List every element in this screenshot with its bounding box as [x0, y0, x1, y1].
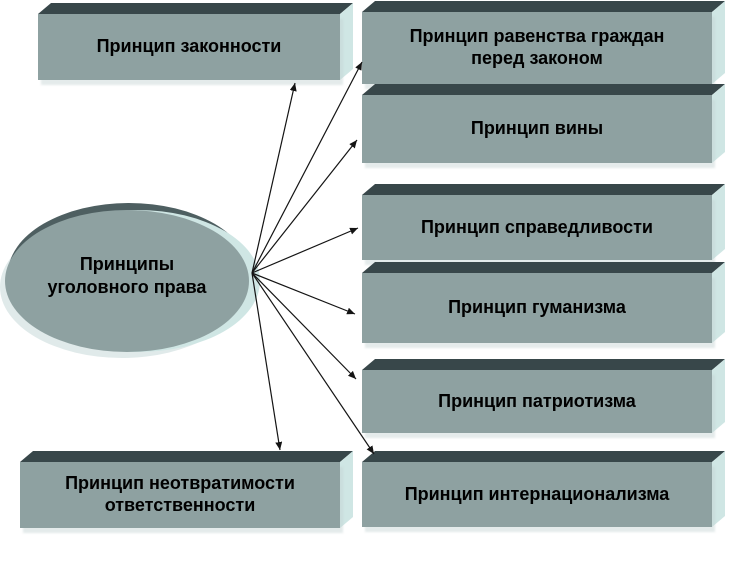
node-top-face	[20, 451, 354, 462]
node-front-face: Принцип гуманизма	[362, 273, 712, 343]
ellipse-front-face	[5, 210, 249, 352]
node-front-face: Принцип законности	[38, 14, 340, 80]
node-front-face: Принцип интернационализма	[362, 462, 712, 527]
center-node-label: Принципы уголовного права	[47, 254, 207, 298]
node-front-face: Принцип равенства граждан перед законом	[362, 12, 712, 84]
node-patriotizm: Принцип патриотизма	[362, 358, 726, 433]
center-ellipse	[0, 203, 260, 358]
center-node: Принципы уголовного права	[7, 253, 247, 300]
node-label: Принцип патриотизма	[438, 390, 636, 411]
node-label: Принцип гуманизма	[448, 297, 626, 318]
node-gumanizm: Принцип гуманизма	[362, 261, 726, 343]
node-side-face	[712, 183, 725, 260]
node-front-face: Принцип вины	[362, 95, 712, 163]
node-zakonnost: Принцип законности	[38, 2, 354, 81]
node-top-face	[362, 451, 726, 462]
node-top-face	[38, 3, 354, 14]
node-top-face	[362, 1, 726, 12]
node-side-face	[712, 0, 725, 85]
node-side-face	[340, 450, 353, 528]
node-label: Принцип неотвратимости ответственности	[65, 473, 295, 515]
node-side-face	[712, 261, 725, 343]
node-label: Принцип равенства граждан перед законом	[409, 26, 665, 68]
node-label: Принцип справедливости	[420, 216, 653, 237]
node-top-face	[362, 84, 726, 95]
node-side-face	[712, 358, 725, 433]
node-top-face	[362, 359, 726, 370]
node-spravedlivost: Принцип справедливости	[362, 183, 726, 260]
arrow-center-to-internatsionalizm	[251, 272, 375, 455]
node-internatsionalizm: Принцип интернационализма	[362, 450, 726, 527]
node-top-face	[362, 184, 726, 195]
node-front-face: Принцип патриотизма	[362, 370, 712, 433]
node-front-face: Принцип справедливости	[362, 195, 712, 260]
node-label: Принцип вины	[470, 118, 604, 139]
node-label: Принцип законности	[96, 36, 282, 57]
node-top-face	[362, 262, 726, 273]
node-label: Принцип интернационализма	[404, 483, 670, 504]
node-side-face	[712, 83, 725, 163]
node-front-face: Принцип неотвратимости ответственности	[20, 462, 340, 528]
node-side-face	[340, 2, 353, 81]
node-neotvratimost: Принцип неотвратимости ответственности	[20, 450, 354, 528]
node-vina: Принцип вины	[362, 83, 726, 163]
node-side-face	[712, 450, 725, 527]
node-ravenstvo: Принцип равенства граждан перед законом	[362, 0, 726, 85]
